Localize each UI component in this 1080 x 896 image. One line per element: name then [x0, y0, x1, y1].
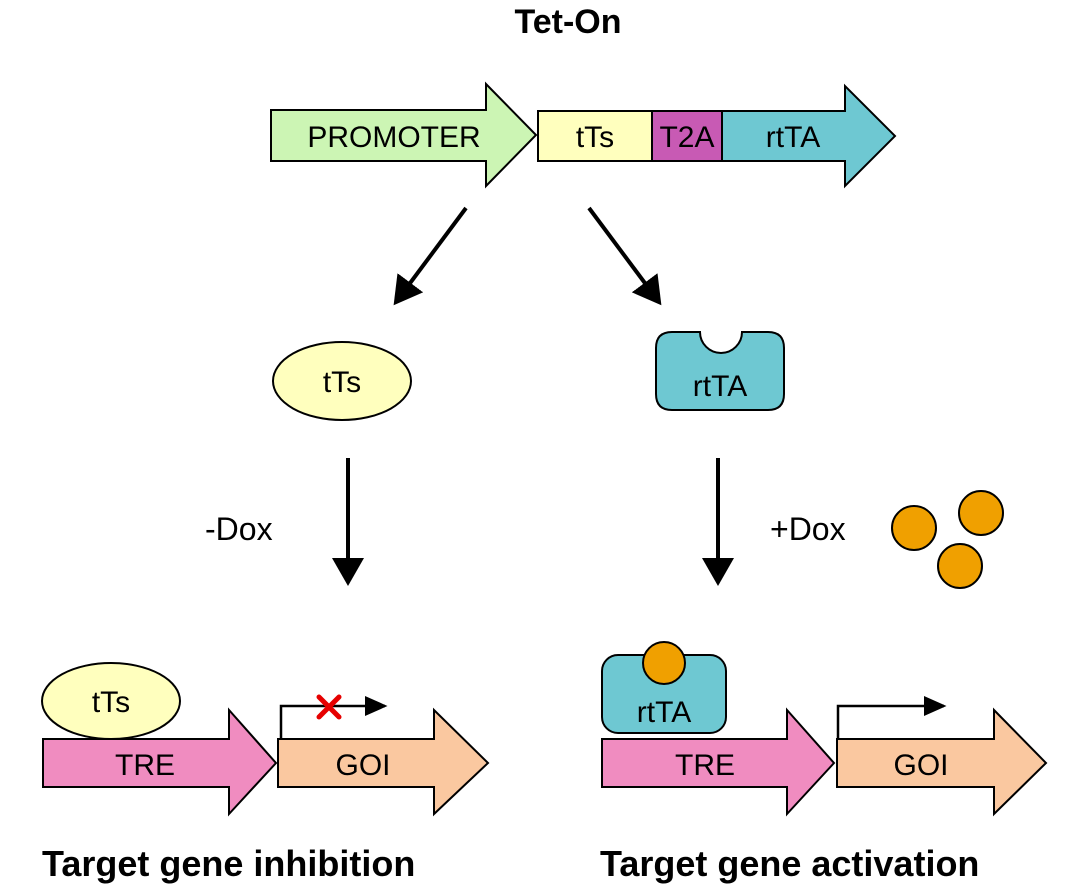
blocked-x-icon [316, 694, 342, 720]
transcription-start-arrow [279, 696, 388, 738]
tts-bound-protein [41, 662, 181, 740]
diagram-title: Tet-On [514, 3, 621, 41]
construct: PROMOTER tTs T2A rtTA [270, 81, 897, 189]
rtta-protein-label: rtTA [693, 370, 747, 403]
transcription-start-arrow [836, 696, 947, 738]
arrow-to-rtta [587, 206, 662, 306]
tts-bound-label: tTs [92, 686, 130, 719]
goi-label: GOI [335, 749, 390, 782]
plus-dox-label: +Dox [770, 511, 846, 547]
rtta-segment-arrow [721, 83, 897, 189]
dox-molecule [937, 543, 983, 589]
tre-arrow [42, 707, 278, 817]
dox-molecule [958, 490, 1004, 536]
tre-arrow [601, 707, 836, 817]
arrow-to-tts [393, 206, 468, 306]
promoter-arrow [270, 81, 538, 189]
activation-caption: Target gene activation [600, 843, 979, 884]
minus-dox-label: -Dox [205, 511, 273, 547]
goi-arrow [277, 707, 490, 817]
inhibition-caption: Target gene inhibition [42, 843, 415, 884]
inhibition-panel: TRE GOI tTs Target gene inhibition [41, 662, 490, 884]
activation-panel: TRE GOI rtTA Target gene activation [600, 641, 1048, 884]
rtta-bound-label: rtTA [637, 696, 691, 729]
dox-bound-molecule [642, 641, 686, 685]
t2a-segment-label: T2A [659, 121, 714, 154]
tts-protein-label: tTs [323, 366, 361, 399]
tre-label: TRE [675, 749, 735, 782]
tre-label: TRE [115, 749, 175, 782]
tts-segment-label: tTs [576, 121, 614, 154]
goi-label: GOI [893, 749, 948, 782]
promoter-label: PROMOTER [307, 121, 480, 154]
goi-arrow [836, 707, 1048, 817]
rtta-segment-label: rtTA [766, 121, 820, 154]
tts-protein [272, 341, 412, 421]
dox-molecule [891, 505, 937, 551]
rtta-protein [655, 331, 785, 411]
